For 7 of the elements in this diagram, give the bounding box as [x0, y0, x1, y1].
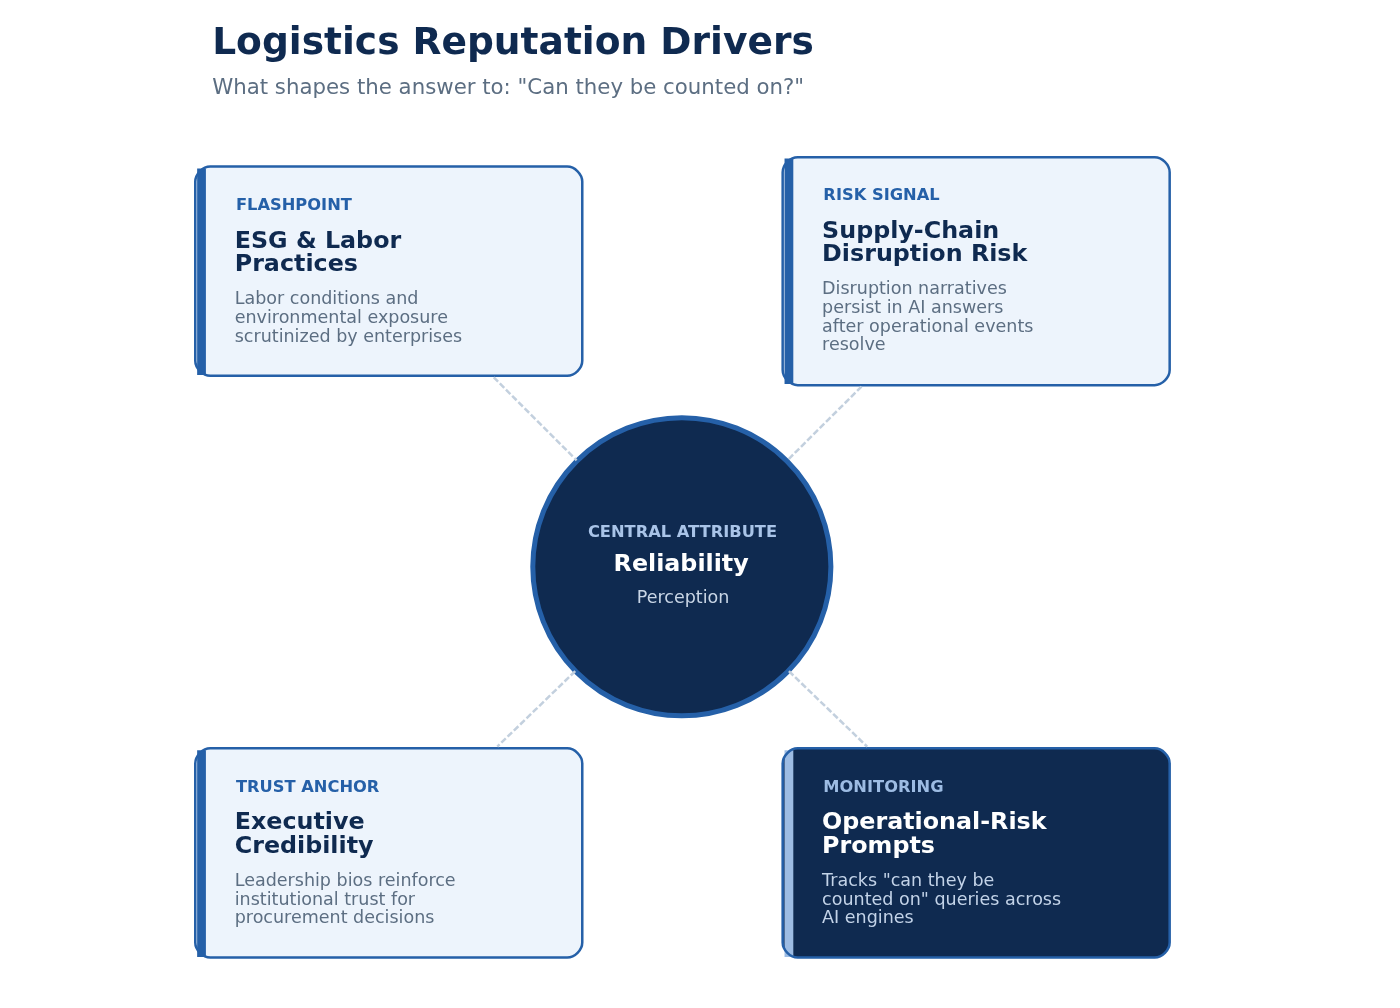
diagram-title: Logistics Reputation Drivers	[211, 19, 814, 64]
connector	[495, 670, 576, 748]
connector	[787, 670, 868, 748]
connector	[492, 376, 577, 462]
caption: What shapes the answer to: "Can they be counted on?"	[211, 74, 804, 100]
node-circle: CENTRAL ATTRIBUTE Reliability Perception	[529, 415, 833, 719]
connector	[785, 385, 862, 462]
